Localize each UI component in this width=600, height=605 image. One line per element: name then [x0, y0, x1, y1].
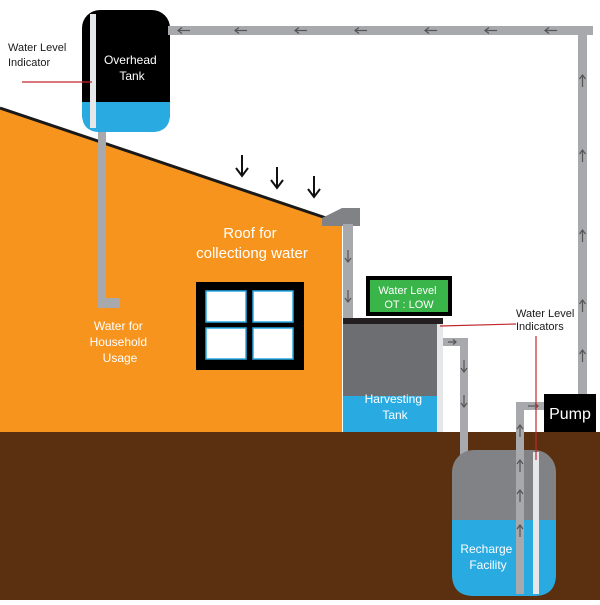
house-wall: [0, 108, 342, 432]
harvesting-tank-label: Harvesting Tank: [365, 392, 426, 422]
overhead-tank: [82, 10, 170, 132]
arrow-icon: [448, 339, 457, 345]
arrow-icon: [579, 74, 586, 87]
harvesting-tank: [343, 318, 443, 432]
arrow-icon: [460, 395, 468, 408]
arrow-icon: [344, 250, 352, 263]
recharge-inlet-arrows: [448, 339, 468, 408]
recharge-level-indicator: [533, 452, 539, 594]
pump: [544, 394, 596, 432]
harvesting-level-indicator: [437, 324, 443, 432]
pump-label: Pump: [549, 406, 591, 423]
water-level-indicator-label: Water Level Indicator: [8, 42, 69, 69]
arrow-icon: [579, 149, 586, 162]
supply-pipe: [168, 26, 593, 396]
downspout-pipe: [343, 224, 353, 396]
household-pipe: [98, 132, 120, 308]
water-level-display: [366, 276, 452, 316]
water-level-display-text: Water Level OT : LOW: [378, 285, 439, 311]
arrow-icon: [294, 27, 307, 34]
arrow-down-icon: [270, 167, 284, 190]
arrow-icon: [579, 349, 586, 362]
arrow-icon: [177, 27, 190, 34]
indicator-callouts: [22, 81, 537, 460]
overhead-tank-label: Overhead Tank: [104, 53, 160, 83]
supply-flow-arrows: [177, 27, 586, 362]
water-level-indicators-label: Water Level Indicators: [516, 308, 577, 333]
arrow-icon: [424, 27, 437, 34]
arrow-icon: [516, 424, 524, 437]
overhead-level-indicator: [90, 14, 96, 128]
arrow-icon: [516, 524, 524, 537]
arrow-icon: [344, 290, 352, 303]
arrow-icon: [460, 360, 468, 373]
arrow-icon: [579, 229, 586, 242]
arrow-icon: [516, 459, 524, 472]
arrow-down-icon: [307, 176, 321, 199]
rain-arrows: [235, 155, 321, 199]
house-window: [196, 282, 304, 370]
arrow-down-icon: [235, 155, 249, 178]
recharge-facility-label: Recharge Facility: [460, 542, 515, 572]
arrow-icon: [579, 299, 586, 312]
household-label: Water for Household Usage: [90, 319, 151, 365]
arrow-icon: [516, 489, 524, 502]
arrow-icon: [484, 27, 497, 34]
arrow-icon: [234, 27, 247, 34]
roof-label: Roof for collectiong water: [196, 225, 308, 262]
arrow-icon: [544, 27, 557, 34]
pump-suction-arrows: [516, 403, 539, 537]
arrow-icon: [354, 27, 367, 34]
roof-gutter: [322, 208, 360, 226]
roof-edge: [0, 106, 333, 222]
recharge-facility: [452, 450, 556, 596]
